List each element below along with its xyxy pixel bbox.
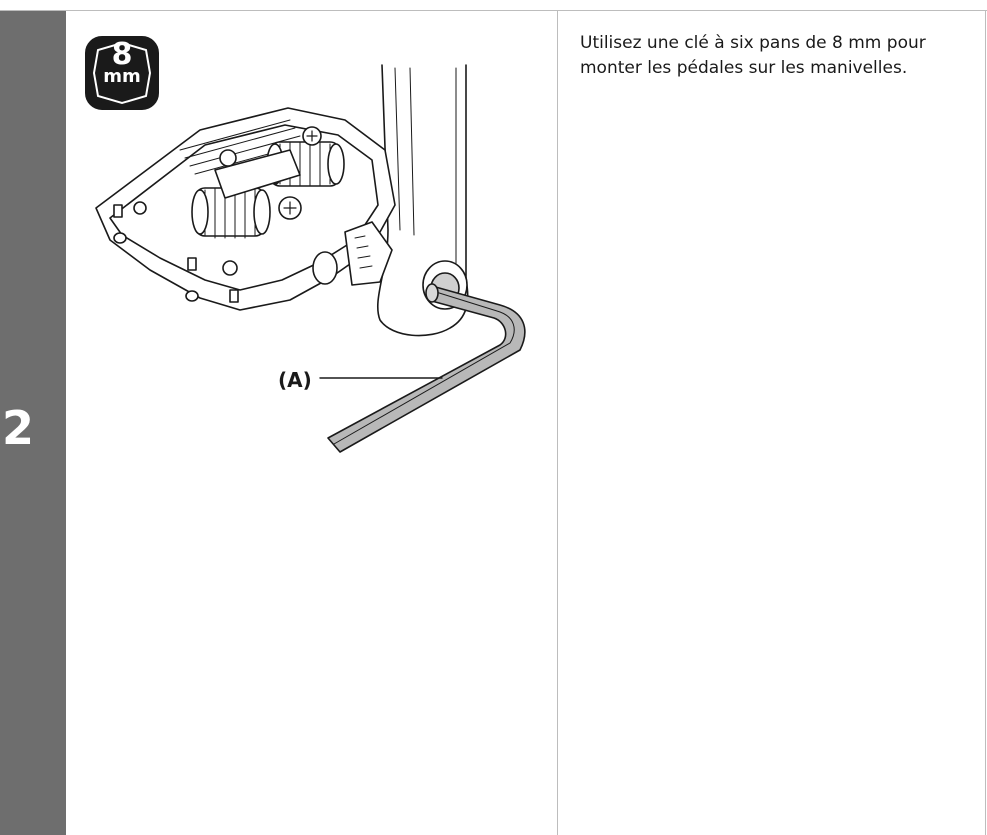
callout-label-a: (A) — [278, 368, 312, 392]
step-bar — [0, 11, 66, 835]
pedal — [95, 107, 396, 311]
tool-size-label: 8 mm — [82, 40, 162, 86]
hex-wrench — [327, 283, 526, 453]
instruction-text: Utilisez une clé à six pans de 8 mm pour… — [580, 33, 926, 78]
tool-size-value: 8 — [111, 37, 133, 72]
tool-size-unit: mm — [103, 66, 141, 87]
hex-wrench-size-icon — [85, 36, 159, 110]
column-divider — [557, 11, 558, 835]
top-rule — [0, 10, 987, 11]
pedal-installation-illustration — [95, 64, 526, 453]
right-border — [985, 11, 986, 835]
step-number: 2 — [2, 401, 35, 455]
